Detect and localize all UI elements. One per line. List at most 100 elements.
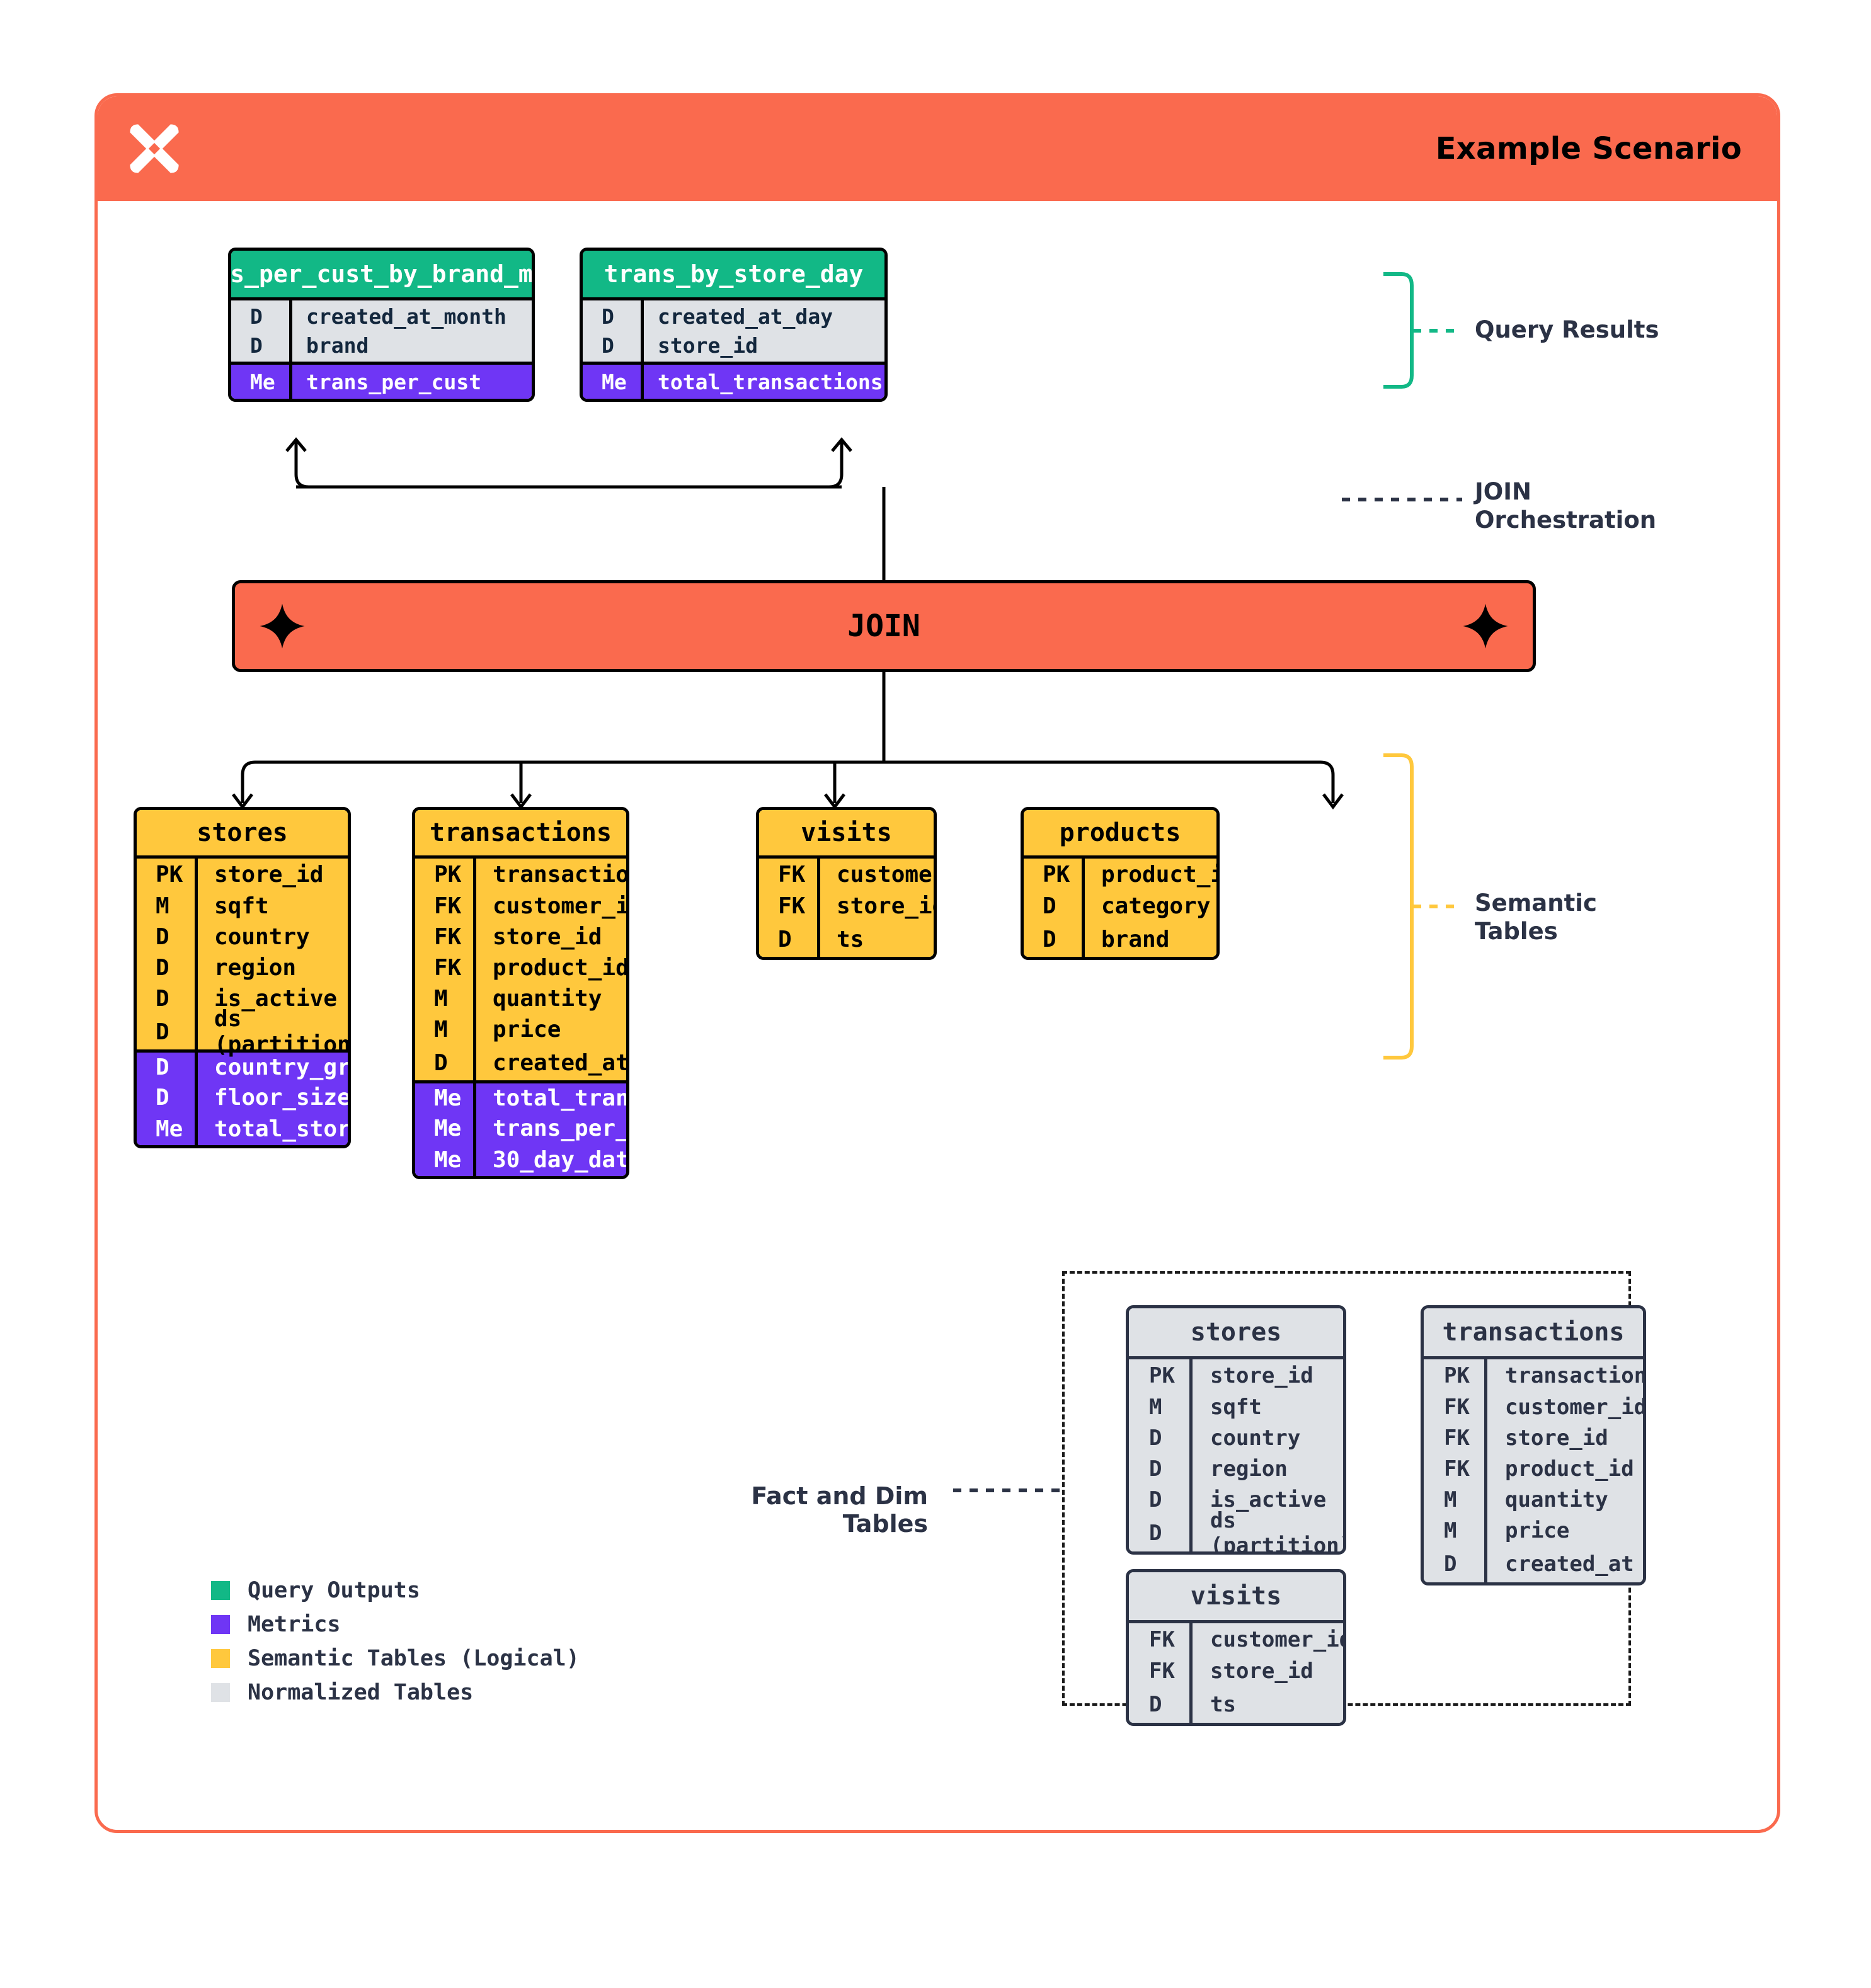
row-key: D	[156, 955, 169, 981]
table-row: FK store_id	[415, 922, 626, 952]
row-value: floor_size	[195, 1082, 348, 1112]
row-value: created_at	[473, 1045, 626, 1080]
table-row: FK customer_id	[1424, 1391, 1643, 1422]
table-body: D created_at_day D store_id Me total_tra…	[583, 297, 884, 399]
legend-label: Query Outputs	[248, 1578, 420, 1603]
row-value: total_transactions	[473, 1083, 626, 1113]
table-row: PK transaction_id	[415, 855, 626, 891]
semantic-table-visits[interactable]: visits FK customer_id FK store_id D ts	[756, 807, 937, 960]
legend: Query Outputs Metrics Semantic Tables (L…	[211, 1574, 580, 1710]
row-key: FK	[1444, 1394, 1470, 1420]
table-title: stores	[1129, 1308, 1343, 1356]
row-key: M	[156, 893, 169, 919]
row-key: D	[1149, 1456, 1162, 1482]
table-row: D created_at_month	[231, 297, 532, 329]
row-key: FK	[1444, 1456, 1470, 1482]
table-row: D is_active	[137, 983, 348, 1014]
row-value: ds (partition)	[195, 1006, 348, 1058]
table-row: D ds (partition)	[137, 1006, 348, 1058]
row-key: D	[1149, 1487, 1162, 1512]
normalized-table-stores[interactable]: stores PK store_id M sqft D country D re…	[1126, 1305, 1346, 1555]
row-value: region	[195, 952, 348, 983]
table-body: D created_at_month D brand Me trans_per_…	[231, 297, 532, 399]
row-value: product_id	[1082, 859, 1216, 891]
row-value: brand	[289, 329, 532, 362]
four-point-star-icon	[260, 603, 305, 649]
table-row: M quantity	[415, 983, 626, 1014]
annotation-join-orchestration: JOIN Orchestration	[1475, 477, 1656, 534]
table-row: D country	[137, 922, 348, 952]
table-title: transactions	[415, 810, 626, 855]
table-body: FK customer_id FK store_id D ts	[1129, 1620, 1343, 1723]
table-row: D ts	[759, 922, 934, 957]
legend-swatch-metrics	[211, 1615, 230, 1634]
row-value: customer_id	[1484, 1391, 1643, 1422]
table-row-metric: Me trans_per_cust	[231, 362, 532, 399]
row-key: FK	[434, 893, 462, 919]
row-value: product_id	[473, 952, 626, 983]
row-value: price	[473, 1014, 626, 1045]
join-orchestration-bar[interactable]: JOIN	[232, 580, 1536, 672]
table-row: FK product_id	[1424, 1453, 1643, 1484]
row-key: M	[434, 1017, 448, 1043]
row-value: is_active	[1189, 1484, 1343, 1515]
row-value: ts	[1189, 1686, 1343, 1723]
table-row: PK product_id	[1024, 855, 1216, 891]
legend-item: Metrics	[211, 1608, 580, 1642]
row-key: Me	[434, 1115, 462, 1141]
row-key: M	[1149, 1394, 1162, 1420]
table-row: D store_id	[583, 329, 884, 362]
x-star-logo-icon	[130, 124, 179, 173]
row-value: customer_id	[817, 859, 934, 891]
annotation-semantic-tables: Semantic Tables	[1475, 889, 1597, 945]
row-key: M	[1444, 1487, 1457, 1512]
semantic-table-products[interactable]: products PK product_id D category D bran…	[1021, 807, 1220, 960]
row-key: PK	[1444, 1362, 1470, 1388]
row-key: FK	[1444, 1425, 1470, 1451]
row-key: D	[156, 1054, 169, 1080]
row-value: country	[195, 922, 348, 952]
row-value: customer_id	[473, 891, 626, 922]
table-title: visits	[1129, 1572, 1343, 1620]
table-row: D category	[1024, 891, 1216, 922]
row-value: category	[1082, 891, 1216, 922]
table-row: M price	[415, 1014, 626, 1045]
table-row: D created_at	[415, 1045, 626, 1080]
row-value: country_group	[195, 1053, 348, 1082]
row-value: created_at_day	[641, 300, 884, 329]
row-value: product_id	[1484, 1453, 1643, 1484]
table-row-metric: D country_group	[137, 1049, 348, 1082]
table-row: D created_at_day	[583, 297, 884, 329]
annotation-label-line2: Tables	[1475, 918, 1558, 945]
semantic-table-stores[interactable]: stores PK store_id M sqft D country D re…	[134, 807, 351, 1148]
query-result-table-1[interactable]: trans_by_store_day D created_at_day D st…	[580, 248, 888, 402]
table-body: PK product_id D category D brand	[1024, 855, 1216, 957]
row-value: quantity	[1484, 1484, 1643, 1515]
page-title: Example Scenario	[1435, 131, 1742, 166]
table-row: D region	[137, 952, 348, 983]
legend-swatch-query-outputs	[211, 1581, 230, 1600]
row-value: total_stores	[195, 1112, 348, 1145]
row-value: quantity	[473, 983, 626, 1014]
query-result-table-0[interactable]: trans_per_cust_by_brand_month D created_…	[228, 248, 535, 402]
annotation-label-line1: JOIN	[1475, 478, 1531, 505]
row-value: created_at	[1484, 1546, 1643, 1582]
row-value: sqft	[195, 891, 348, 922]
row-key: FK	[434, 955, 462, 981]
annotation-label-line1: Semantic	[1475, 889, 1597, 917]
table-row: D is_active	[1129, 1484, 1343, 1515]
semantic-table-transactions[interactable]: transactions PK transaction_id FK custom…	[412, 807, 629, 1179]
annotation-label-line2: Orchestration	[1475, 506, 1657, 534]
table-row: M quantity	[1424, 1484, 1643, 1515]
table-row: D ds (partition)	[1129, 1508, 1343, 1551]
row-value: price	[1484, 1515, 1643, 1546]
normalized-table-transactions[interactable]: transactions PK transaction_id FK custom…	[1421, 1305, 1646, 1585]
table-body: FK customer_id FK store_id D ts	[759, 855, 934, 957]
legend-item: Normalized Tables	[211, 1676, 580, 1710]
annotation-fact-dim-tables: Fact and Dim Tables	[663, 1482, 928, 1538]
normalized-table-visits[interactable]: visits FK customer_id FK store_id D ts	[1126, 1569, 1346, 1726]
annotation-label: Query Results	[1475, 316, 1659, 343]
row-key: FK	[778, 862, 806, 888]
table-row: D created_at	[1424, 1546, 1643, 1582]
row-key: PK	[156, 862, 183, 888]
